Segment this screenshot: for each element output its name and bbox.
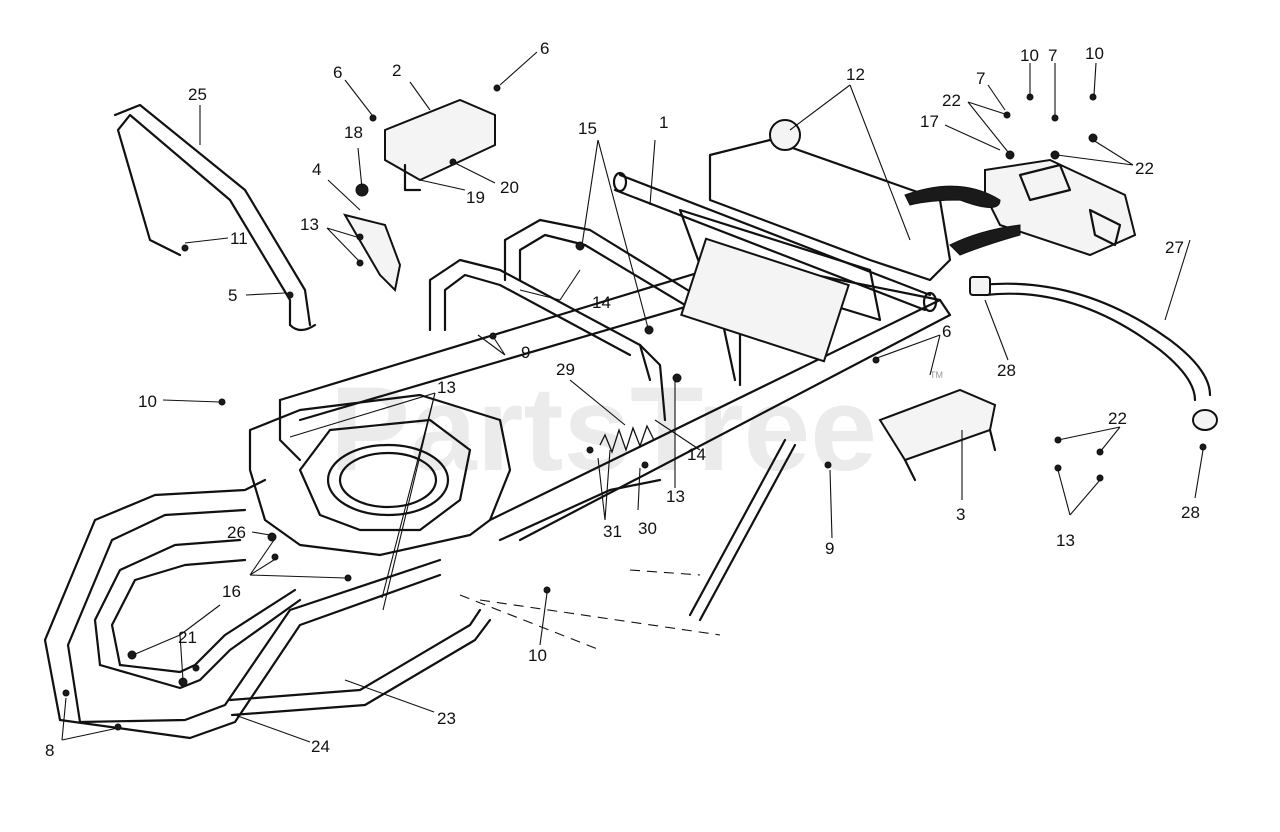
callout-13: 13 (1056, 531, 1075, 550)
lower-brace-tube (228, 608, 492, 717)
callout-12: 12 (846, 65, 865, 84)
callout-16: 16 (222, 582, 241, 601)
callout-10: 10 (1020, 46, 1039, 65)
callout-17: 17 (920, 112, 939, 131)
callout-6: 6 (942, 322, 951, 341)
callout-29: 29 (556, 360, 575, 379)
watermark-text: PartsTree (330, 362, 877, 496)
bracket-3 (878, 388, 997, 482)
callout-19: 19 (466, 188, 485, 207)
callout-27: 27 (1165, 238, 1184, 257)
leader-lines (61, 51, 1204, 743)
assembly-lines (459, 569, 721, 651)
callout-7: 7 (1048, 46, 1057, 65)
callout-4: 4 (312, 160, 321, 179)
callout-11: 11 (230, 229, 248, 248)
handle-tube (113, 103, 317, 332)
callout-15: 15 (578, 119, 597, 138)
callout-31: 31 (603, 522, 622, 541)
callout-1: 1 (659, 113, 668, 132)
callout-23: 23 (437, 709, 456, 728)
callout-13: 13 (666, 487, 685, 506)
callout-10: 10 (138, 392, 157, 411)
main-deck-plate (248, 393, 512, 557)
callout-9: 9 (521, 343, 530, 362)
callout-30: 30 (638, 519, 657, 538)
bracket-2 (384, 98, 496, 192)
callout-2: 2 (392, 61, 401, 80)
callout-28: 28 (1181, 503, 1200, 522)
fuel-hose (969, 276, 1218, 431)
callout-3: 3 (956, 505, 965, 524)
callout-10: 10 (1085, 44, 1104, 63)
watermark-trademark: TM (930, 370, 943, 380)
pivot-rod (688, 438, 797, 622)
callout-22: 22 (1108, 409, 1127, 428)
callout-25: 25 (188, 85, 207, 104)
callout-6: 6 (540, 39, 549, 58)
fuel-tank (984, 158, 1137, 257)
callout-13: 13 (300, 215, 319, 234)
callout-18: 18 (344, 123, 363, 142)
callout-20: 20 (500, 178, 519, 197)
spring (599, 424, 655, 454)
callout-9: 9 (825, 539, 834, 558)
bracket-4 (342, 213, 402, 293)
callout-13: 13 (437, 378, 456, 397)
callout-24: 24 (311, 737, 330, 756)
battery-cable (769, 119, 1021, 256)
callout-5: 5 (228, 286, 237, 305)
callout-6: 6 (333, 63, 342, 82)
callout-10: 10 (528, 646, 547, 665)
callout-21: 21 (178, 628, 197, 647)
rear-bumper-tube (43, 478, 442, 740)
cross-tube (612, 171, 938, 313)
side-rail-right (488, 298, 952, 542)
axle-arch-front (428, 258, 667, 422)
callout-7: 7 (976, 69, 985, 88)
callout-26: 26 (227, 523, 246, 542)
callout-14: 14 (687, 445, 706, 464)
callout-28: 28 (997, 361, 1016, 380)
callout-8: 8 (45, 741, 54, 760)
callout-22: 22 (942, 91, 961, 110)
callout-14: 14 (592, 293, 611, 312)
callout-22: 22 (1135, 159, 1154, 178)
callout-labels: 1 2 3 4 5 6 6 6 7 7 8 9 9 10 10 10 10 11… (45, 39, 1200, 760)
engine-mount-plate (678, 138, 952, 363)
